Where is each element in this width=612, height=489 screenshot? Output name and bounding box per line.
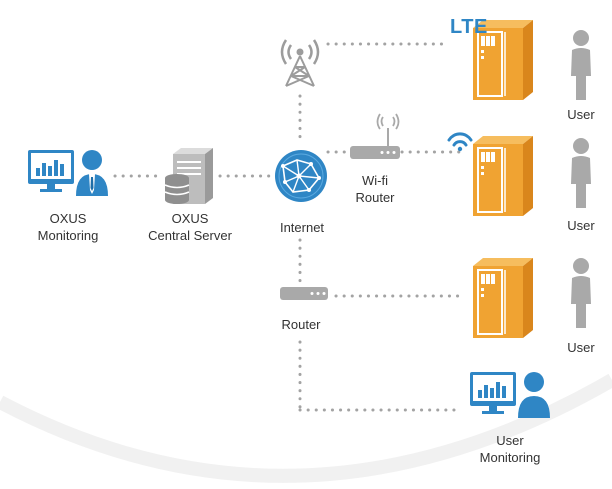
background-arc [0, 373, 612, 483]
connection-lines [113, 42, 464, 412]
oxus-monitoring-label-line1: OXUS [49, 211, 87, 226]
monitor-operator-icon [28, 150, 108, 196]
cell-tower-icon [280, 39, 320, 87]
oxus-monitoring-label-line2: Monitoring [37, 228, 99, 243]
globe-icon [275, 150, 327, 202]
wifi-router-icon [350, 113, 400, 159]
user-label-router: User [567, 340, 595, 355]
wifi-router-label-line2: Router [355, 190, 395, 205]
wifi-router-label-line1: Wi-fi [362, 173, 388, 188]
lte-label: LTE [450, 16, 488, 38]
router-icon [280, 287, 328, 300]
router-cabinet-icon [472, 257, 534, 339]
wifi-cabinet-icon [472, 135, 534, 217]
server-icon [164, 148, 213, 204]
user-monitoring-label: User Monitoring [470, 432, 550, 466]
user-monitoring-label-line2: Monitoring [479, 450, 541, 465]
oxus-monitoring-label: OXUS Monitoring [18, 210, 118, 244]
user-monitor-icon [470, 372, 550, 418]
user-icon [571, 258, 591, 328]
central-server-label-line1: OXUS [171, 211, 209, 226]
user-label-wifi: User [567, 218, 595, 233]
wifi-signal-icon [447, 132, 473, 152]
user-monitoring-label-line1: User [496, 433, 524, 448]
user-icon [571, 30, 591, 100]
user-label-lte: User [567, 107, 595, 122]
user-icon [571, 138, 591, 208]
central-server-label-line2: Central Server [148, 228, 232, 243]
wifi-router-label: Wi-fi Router [340, 172, 410, 206]
internet-label: Internet [279, 220, 325, 235]
central-server-label: OXUS Central Server [135, 210, 245, 244]
router-label: Router [281, 317, 321, 332]
